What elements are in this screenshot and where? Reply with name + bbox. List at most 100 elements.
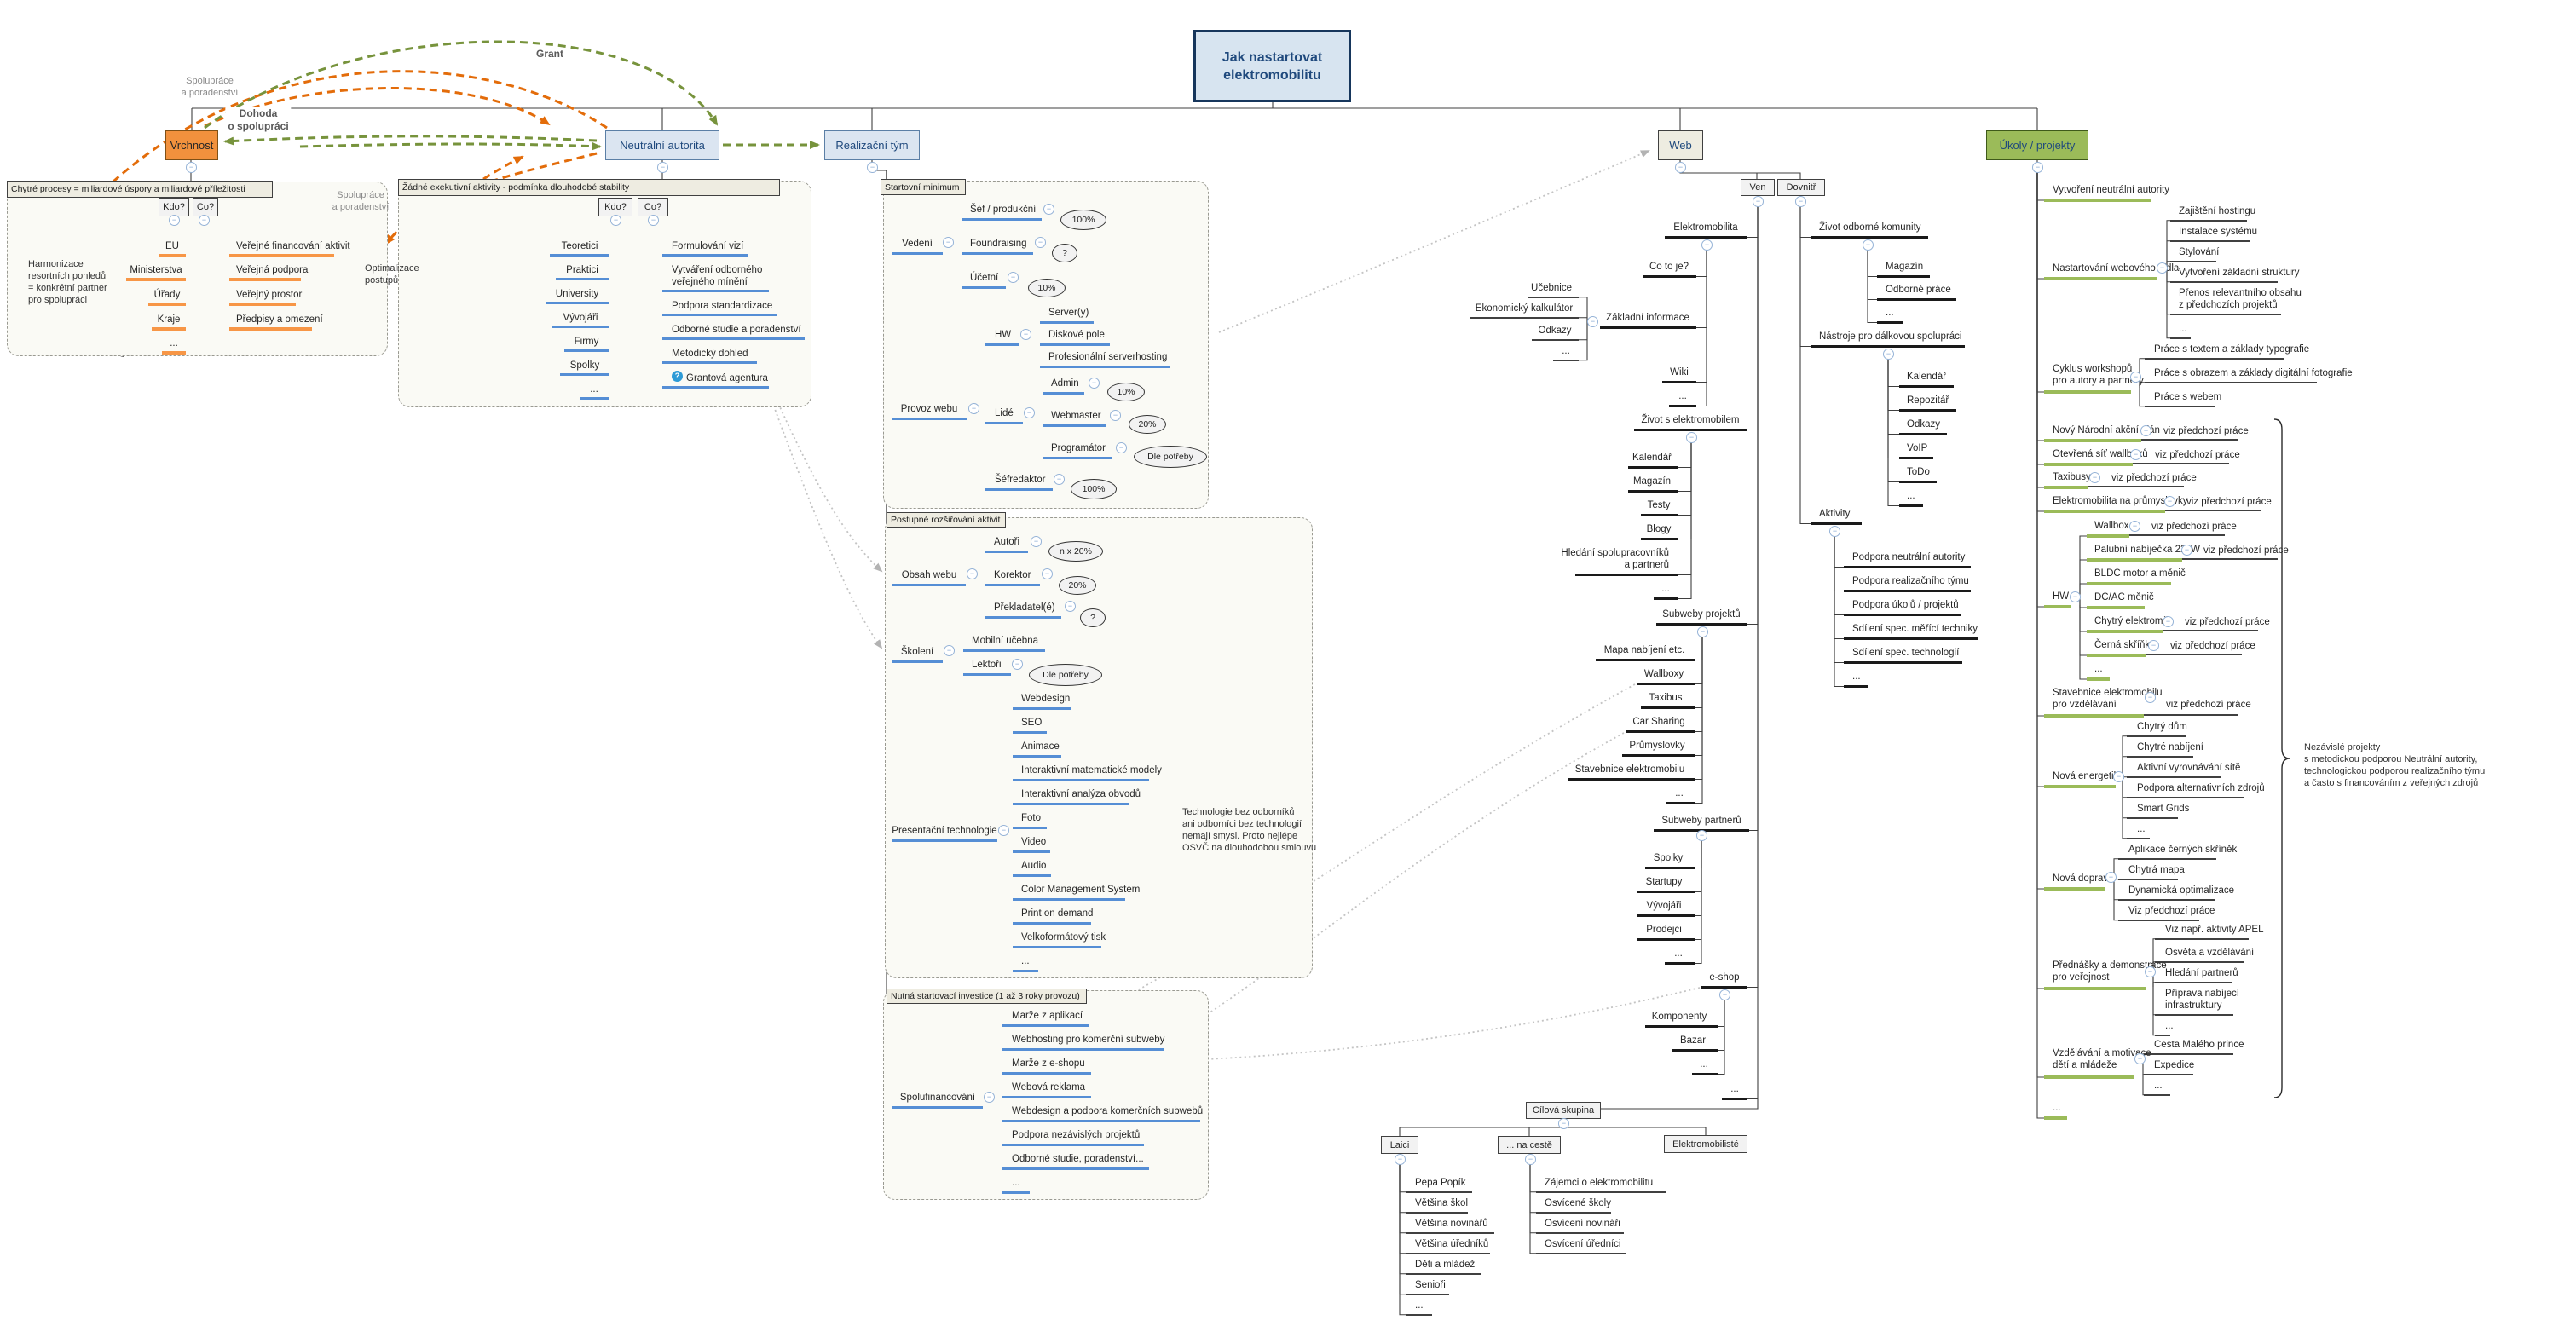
node-label[interactable]: Co to je? [1649, 262, 1689, 272]
collapse-icon[interactable]: − [1042, 568, 1053, 579]
node-label[interactable]: Kraje [157, 314, 181, 325]
collapse-icon[interactable]: − [1753, 196, 1764, 207]
node-label[interactable]: Car Sharing [1632, 717, 1685, 727]
collapse-icon[interactable]: − [2140, 425, 2151, 436]
mindmap-box[interactable]: Úkoly / projekty [1986, 130, 2088, 160]
node-label[interactable]: Chytrý elektroměr [2094, 616, 2172, 626]
node-label[interactable]: Spolky [569, 360, 600, 371]
collapse-icon[interactable]: − [968, 403, 979, 414]
node-label[interactable]: Video [1021, 837, 1047, 847]
node-label[interactable]: Viz předchozí práce [2128, 906, 2215, 916]
node-label[interactable]: Mapa nabíjení etc. [1603, 645, 1685, 655]
node-label[interactable]: Foundraising [970, 239, 1027, 249]
node-label[interactable]: viz předchozí práce [2155, 450, 2240, 460]
mindmap-box[interactable]: Žádné exekutivní aktivity - podmínka dlo… [398, 179, 780, 196]
value-badge[interactable]: 10% [1107, 383, 1145, 401]
collapse-icon[interactable]: − [1686, 432, 1697, 443]
node-label[interactable]: Podpora nezávislých projektů [1012, 1130, 1141, 1140]
collapse-icon[interactable]: − [2089, 472, 2100, 483]
node-label[interactable]: Instalace systému [2179, 227, 2258, 237]
node-label[interactable]: Audio [1021, 861, 1047, 871]
node-label[interactable]: ... [1675, 788, 1684, 798]
collapse-icon[interactable]: − [1395, 1154, 1406, 1165]
node-label[interactable]: viz předchozí práce [2151, 522, 2237, 532]
node-label[interactable]: viz předchozí práce [2163, 426, 2249, 436]
node-label[interactable]: Nová energetika [2053, 771, 2124, 781]
node-label[interactable]: Webdesign a podpora komerčních subwebů [1012, 1106, 1204, 1116]
node-label[interactable]: Testy [1647, 500, 1671, 510]
node-label[interactable]: Subweby partnerů [1661, 816, 1741, 826]
node-label[interactable]: Profesionální serverhosting [1048, 352, 1168, 362]
node-label[interactable]: Viz např. aktivity APEL [2165, 925, 2264, 935]
node-label[interactable]: Programátor [1051, 443, 1106, 453]
mindmap-box[interactable]: Cílová skupina [1526, 1102, 1601, 1119]
node-label[interactable]: Osvícení úředníci [1545, 1239, 1621, 1249]
collapse-icon[interactable]: − [657, 162, 668, 173]
mindmap-box[interactable]: ... na cestě [1498, 1136, 1561, 1154]
node-label[interactable]: Ministerstva [130, 265, 182, 275]
node-label[interactable]: ... [1907, 491, 1915, 501]
node-label[interactable]: Subweby projektů [1662, 609, 1741, 620]
collapse-icon[interactable]: − [1031, 536, 1042, 547]
node-label[interactable]: Většina škol [1415, 1198, 1469, 1208]
node-label[interactable]: Magazín [1886, 262, 1924, 272]
node-label[interactable]: ... [1562, 346, 1570, 356]
node-label[interactable]: Práce s obrazem a základy digitální foto… [2154, 368, 2353, 378]
node-label[interactable]: ... [590, 384, 598, 395]
node-label[interactable]: ... [2154, 1081, 2163, 1091]
node-label[interactable]: ... [1415, 1300, 1424, 1311]
node-label[interactable]: Základní informace [1606, 313, 1689, 323]
collapse-icon[interactable]: − [2113, 771, 2124, 782]
node-label[interactable]: Podpora realizačního týmu [1852, 576, 1969, 586]
collapse-icon[interactable]: − [2130, 449, 2141, 460]
node-label[interactable]: ... [1886, 308, 1894, 318]
node-label[interactable]: Odborné studie a poradenství [672, 325, 801, 335]
node-label[interactable]: Veřejné financování aktivit [236, 241, 350, 251]
node-label[interactable]: Veřejná podpora [236, 265, 309, 275]
node-label[interactable]: Expedice [2154, 1060, 2195, 1070]
node-label[interactable]: Překladatel(é) [994, 602, 1055, 613]
node-label[interactable]: Marže z aplikací [1012, 1011, 1083, 1021]
collapse-icon[interactable]: − [1035, 237, 1046, 248]
collapse-icon[interactable]: − [2129, 521, 2140, 532]
collapse-icon[interactable]: − [1020, 329, 1031, 340]
collapse-icon[interactable]: − [2157, 262, 2168, 274]
collapse-icon[interactable]: − [2148, 640, 2159, 651]
node-label[interactable]: Předpisy a omezení [236, 314, 323, 325]
node-label[interactable]: Firmy [574, 337, 599, 347]
collapse-icon[interactable]: − [2134, 1053, 2146, 1064]
collapse-icon[interactable]: − [1701, 239, 1713, 251]
value-badge[interactable]: 20% [1129, 415, 1166, 434]
node-label[interactable]: Teoretici [561, 241, 598, 251]
node-label[interactable]: VoIP [1907, 443, 1928, 453]
node-label[interactable]: viz předchozí práce [2111, 473, 2197, 483]
node-label[interactable]: Webmaster [1051, 411, 1101, 421]
collapse-icon[interactable]: − [199, 215, 210, 226]
mindmap-box[interactable]: Chytré procesy = miliardové úspory a mil… [7, 181, 273, 198]
node-label[interactable]: ... [2137, 824, 2146, 834]
node-label[interactable]: BLDC motor a měnič [2094, 568, 2186, 579]
node-label[interactable]: Wallboxy [1643, 669, 1684, 679]
collapse-icon[interactable]: − [2145, 966, 2156, 977]
node-label[interactable]: Veřejný prostor [236, 290, 303, 300]
node-label[interactable]: Autoři [994, 537, 1020, 547]
node-label[interactable]: Grantová agentura [686, 373, 768, 383]
node-label[interactable]: Podpora úkolů / projektů [1852, 600, 1959, 610]
value-badge[interactable]: 20% [1059, 576, 1096, 595]
value-badge[interactable]: ? [1052, 244, 1077, 262]
node-label[interactable]: Velkoformátový tisk [1021, 932, 1106, 943]
collapse-icon[interactable]: − [2070, 591, 2081, 602]
mindmap-box[interactable]: Nutná startovací investice (1 až 3 roky … [887, 989, 1087, 1004]
node-label[interactable]: Život odborné komunity [1819, 222, 1921, 233]
node-label[interactable]: Formulování vizí [672, 241, 744, 251]
collapse-icon[interactable]: − [1697, 626, 1708, 637]
node-label[interactable]: Stavebnice elektromobilu [1574, 764, 1685, 775]
node-label[interactable]: Webhosting pro komerční subweby [1012, 1035, 1165, 1045]
node-label[interactable]: Mobilní učebna [972, 636, 1038, 646]
node-label[interactable]: Praktici [566, 265, 598, 275]
node-label[interactable]: DC/AC měnič [2094, 592, 2154, 602]
collapse-icon[interactable]: − [2130, 372, 2141, 383]
node-label[interactable]: ... [1012, 1178, 1020, 1188]
node-label[interactable]: Kalendář [1632, 453, 1672, 463]
collapse-icon[interactable]: − [2181, 545, 2192, 556]
